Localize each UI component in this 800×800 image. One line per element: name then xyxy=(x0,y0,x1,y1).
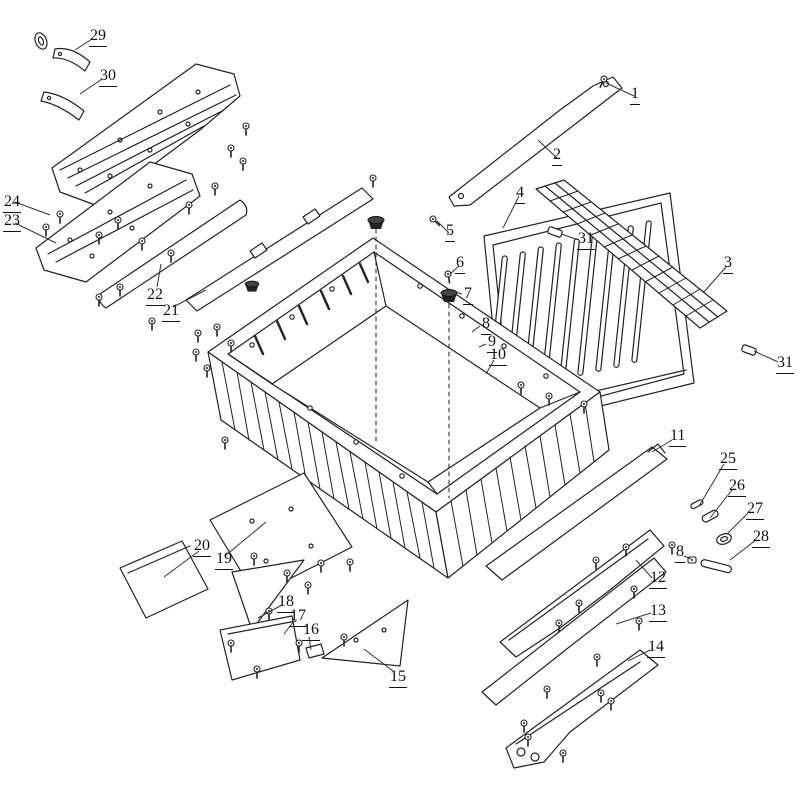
part-straps-29-30 xyxy=(34,32,91,121)
leader-line-17 xyxy=(283,620,295,635)
leader-line-31 xyxy=(753,350,779,363)
leader-line-20 xyxy=(163,550,200,578)
leader-line-13 xyxy=(615,612,652,625)
leader-line-27 xyxy=(726,511,750,535)
leader-line-19 xyxy=(224,521,267,557)
leader-line-4 xyxy=(502,195,520,229)
leader-line-30 xyxy=(79,78,103,95)
part-side-trim-right xyxy=(481,443,668,769)
leader-line-8 xyxy=(471,325,481,333)
leader-line-21 xyxy=(172,289,207,308)
part-floor-mats xyxy=(119,472,409,681)
part-cargo-grid xyxy=(535,179,728,329)
leader-line-10 xyxy=(485,359,495,375)
leader-line-29 xyxy=(74,38,93,51)
leader-line-31 xyxy=(560,233,580,241)
leader-lines xyxy=(14,38,779,672)
leader-line-5 xyxy=(436,220,450,234)
leader-line-24 xyxy=(14,201,51,216)
leader-line-28 xyxy=(729,539,757,561)
leader-line-12 xyxy=(635,559,653,579)
leader-line-7 xyxy=(455,291,463,295)
leader-line-1 xyxy=(605,82,635,97)
leader-line-26 xyxy=(709,489,733,519)
leader-line-2 xyxy=(537,139,558,159)
leader-line-18 xyxy=(257,604,283,619)
leader-line-14 xyxy=(627,649,651,662)
leader-line-23 xyxy=(14,222,57,244)
leader-line-11 xyxy=(651,439,673,453)
leader-line-22 xyxy=(156,263,162,288)
leader-line-15 xyxy=(363,648,394,672)
part-rail-21 xyxy=(185,187,374,312)
leader-line-3 xyxy=(702,265,728,294)
leader-line-6 xyxy=(449,265,460,275)
part-bed-tub xyxy=(207,228,610,579)
leader-line-25 xyxy=(698,463,725,507)
leader-line-16 xyxy=(308,636,312,651)
leader-line-9 xyxy=(478,343,487,348)
leader-line-8 xyxy=(683,555,692,560)
part-side-panel-upper xyxy=(51,63,241,207)
